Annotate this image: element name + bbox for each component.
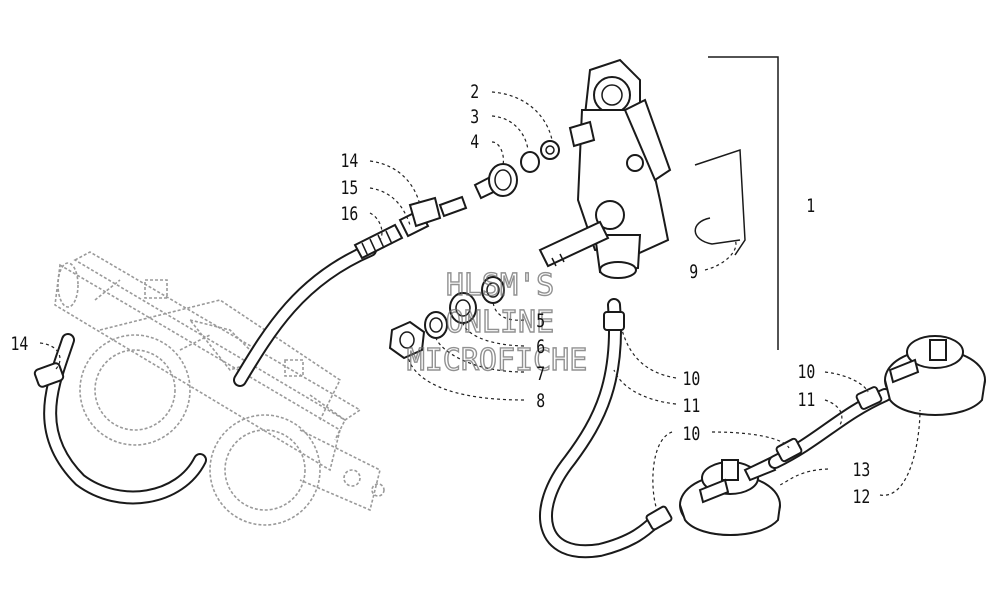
callout-12: 12: [853, 486, 871, 508]
washer-upper: [540, 140, 560, 160]
hose-clamp-mid: [775, 437, 803, 463]
watermark-line-3: MICROFICHE: [407, 343, 588, 378]
callout-11-right: 11: [798, 389, 816, 411]
callout-9: 9: [689, 261, 698, 283]
callout-1: 1: [806, 195, 815, 217]
hose-clamp-right: [855, 386, 883, 410]
watermark: HLSM'S ONLINE MICROFICHE: [406, 267, 588, 378]
hose-clamp-upper: [603, 311, 625, 331]
watermark-line-1: HLSM'S: [446, 268, 554, 303]
callout-10-lower: 10: [683, 423, 701, 445]
inlet-nipple: [473, 163, 518, 200]
callout-8: 8: [536, 390, 545, 412]
connecting-hose: [768, 386, 892, 469]
callout-7: 7: [536, 363, 545, 385]
callout-10-middle: 10: [683, 368, 701, 390]
o-ring: [520, 151, 540, 173]
leader-lines: [39, 91, 921, 511]
callout-3: 3: [470, 106, 479, 128]
watermark-line-2: ONLINE: [446, 305, 554, 340]
left-hose-loop: [33, 333, 207, 505]
callout-4: 4: [470, 131, 479, 153]
nut-and-washers: [388, 276, 505, 360]
lower-filter-unit: [679, 456, 781, 536]
callout-5: 5: [536, 310, 545, 332]
upper-filter-unit: [884, 335, 986, 416]
callout-15: 15: [341, 177, 359, 199]
hose-clamp-lower: [645, 505, 673, 531]
callout-2: 2: [470, 81, 479, 103]
hose-clamp-left: [33, 362, 65, 388]
callout-14-left: 14: [11, 333, 29, 355]
carburetor-assembly-ghost: [54, 251, 385, 526]
fuel-pump-body: [538, 58, 672, 279]
callout-10-right: 10: [798, 361, 816, 383]
vacuum-hose-long: [233, 243, 377, 387]
callout-16: 16: [341, 203, 359, 225]
hose-fitting-upper: [353, 195, 468, 260]
callout-labels: 2 3 4 14 15 16 1 9 14 5 6 7 8 10 11 10 1…: [11, 81, 871, 508]
callout-6: 6: [536, 336, 545, 358]
callout-13: 13: [853, 459, 871, 481]
group-bracket: [708, 56, 779, 350]
fuel-hose-middle: [539, 298, 673, 559]
callout-14-upper: 14: [341, 150, 359, 172]
retaining-clip: [694, 148, 746, 256]
callout-11-middle: 11: [683, 395, 701, 417]
